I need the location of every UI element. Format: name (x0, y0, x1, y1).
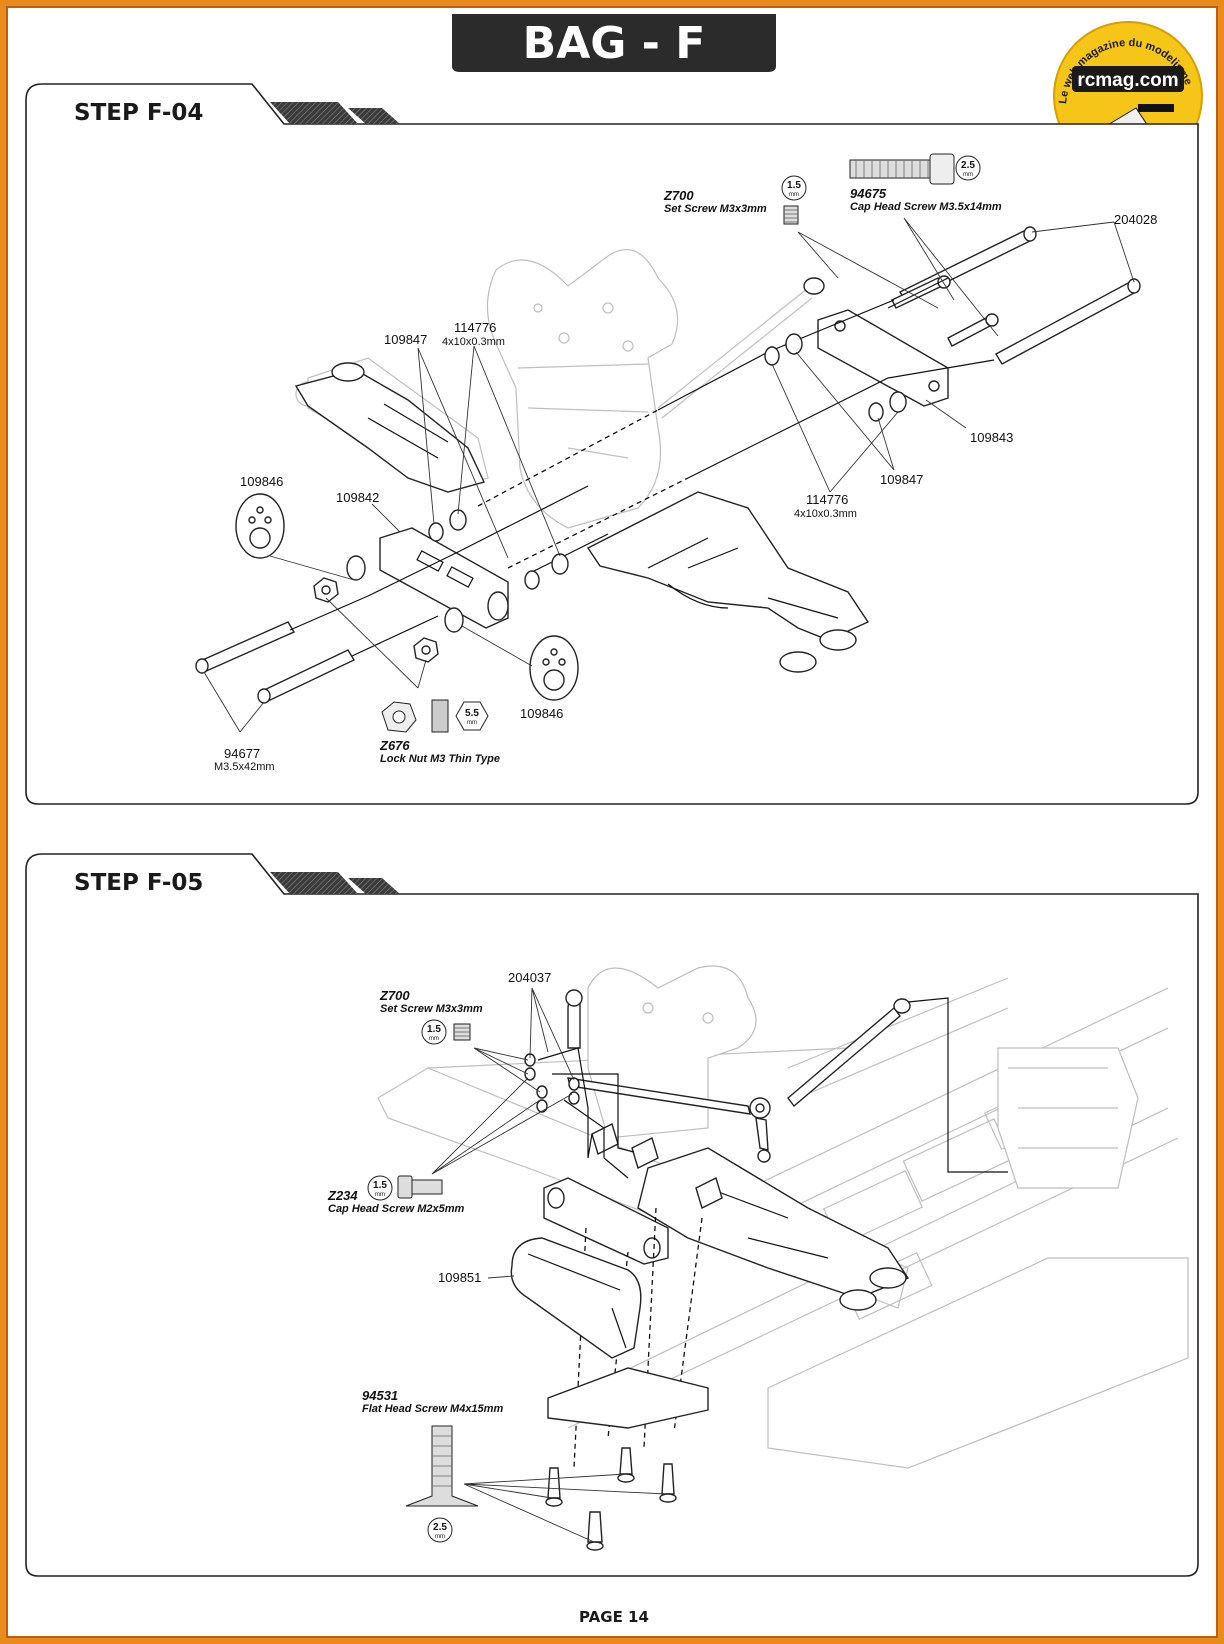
svg-text:1.5: 1.5 (373, 1180, 387, 1191)
svg-text:1.5: 1.5 (427, 1024, 441, 1035)
svg-text:mm: mm (375, 1192, 385, 1198)
svg-text:mm: mm (435, 1534, 445, 1540)
callout-109842: 109842 (336, 490, 379, 505)
callout-109846-b: 109846 (520, 706, 563, 721)
callout-z234-desc: Cap Head Screw M2x5mm (328, 1203, 465, 1215)
leader-lines-f05 (431, 987, 667, 1543)
svg-text:mm: mm (789, 192, 799, 198)
callout-z676-code: Z676 (379, 738, 410, 753)
callout-109843: 109843 (970, 430, 1013, 445)
lock-nut-icon (381, 699, 449, 733)
callout-114776-b-size: 4x10x0.3mm (794, 508, 857, 520)
callout-z700-code: Z700 (663, 188, 694, 203)
part-109846-insert-a (235, 493, 285, 559)
drive-shaft-f05 (787, 998, 911, 1108)
svg-text:mm: mm (963, 172, 973, 178)
rear-arm-right (586, 491, 870, 673)
rear-arm-left (294, 362, 485, 493)
pin-94677-a (195, 621, 296, 674)
tool-badge-hex-1-5-f05-a: 1.5 mm (421, 1019, 447, 1045)
callout-z676-desc: Lock Nut M3 Thin Type (380, 753, 500, 765)
bag-banner: BAG - F (452, 14, 776, 72)
cap-screw-icon-f05 (397, 1175, 443, 1199)
part-109842-block (379, 527, 509, 629)
pin-94677-b (257, 649, 355, 704)
part-109851-guard (510, 1237, 642, 1359)
lock-nuts-f04 (313, 577, 439, 663)
callout-114776-a: 114776 (454, 320, 496, 335)
callout-94675-desc: Cap Head Screw M3.5x14mm (850, 201, 1002, 213)
callout-204028: 204028 (1114, 212, 1157, 227)
svg-text:1.5: 1.5 (787, 180, 801, 191)
svg-text:mm: mm (429, 1036, 439, 1042)
leader-lines-f04 (203, 217, 1135, 733)
callout-z234-code: Z234 (327, 1188, 358, 1203)
part-109846-insert-b (529, 635, 579, 701)
chassis-ghost (295, 248, 679, 529)
callout-109851: 109851 (438, 1270, 481, 1285)
step-f04-title: STEP F-04 (74, 100, 203, 126)
manual-illustration: BAG - F Le web magazine du modelisme rcm… (25, 14, 1203, 1626)
svg-text:mm: mm (467, 720, 477, 726)
logo-brand: rcmag.com (1077, 70, 1178, 91)
manual-page: BAG - F Le web magazine du modelisme rcm… (6, 6, 1218, 1638)
tool-badge-hex-2-5-f05: 2.5 mm (427, 1517, 453, 1543)
tool-badge-hex-1-5: 1.5 mm (781, 175, 807, 201)
set-screw-icon-f05 (453, 1023, 471, 1041)
callout-94677-size: M3.5x42mm (214, 761, 275, 773)
callout-94531-code: 94531 (362, 1388, 398, 1403)
washers-f04 (346, 333, 907, 633)
flat-head-screw-icon (405, 1425, 479, 1507)
pin-204028-b (995, 278, 1141, 365)
tool-badge-hex-2-5: 2.5 mm (955, 155, 981, 181)
chassis-plate-f05 (547, 1367, 709, 1429)
callout-94675-code: 94675 (850, 186, 887, 201)
svg-text:2.5: 2.5 (961, 160, 975, 171)
callout-f05-z700-desc: Set Screw M3x3mm (380, 1003, 483, 1015)
callout-109847-a: 109847 (384, 332, 427, 347)
callout-114776-a-size: 4x10x0.3mm (442, 336, 505, 348)
tool-badge-hex-1-5-f05-b: 1.5 mm (367, 1175, 393, 1201)
set-screw-icon (783, 205, 799, 225)
hinge-block-f05 (543, 1177, 669, 1265)
svg-text:2.5: 2.5 (433, 1522, 447, 1533)
callout-109847-b: 109847 (880, 472, 923, 487)
callout-109846-a: 109846 (240, 474, 283, 489)
callout-z700-desc: Set Screw M3x3mm (664, 203, 767, 215)
callout-114776-b: 114776 (806, 492, 848, 507)
cap-head-screw-icon (849, 153, 955, 185)
svg-text:5.5: 5.5 (465, 708, 479, 719)
bag-title: BAG - F (523, 18, 706, 69)
callout-204037: 204037 (508, 970, 551, 985)
standoffs-204037 (565, 989, 723, 1209)
callout-f05-z700-code: Z700 (379, 988, 410, 1003)
tool-badge-wrench-5-5: 5.5 mm (455, 701, 489, 731)
callout-94531-desc: Flat Head Screw M4x15mm (362, 1403, 503, 1415)
step-f05-title: STEP F-05 (74, 870, 203, 896)
callout-94677: 94677 (224, 746, 260, 761)
page-number: PAGE 14 (579, 1608, 649, 1626)
screws-z234 (524, 1053, 580, 1113)
